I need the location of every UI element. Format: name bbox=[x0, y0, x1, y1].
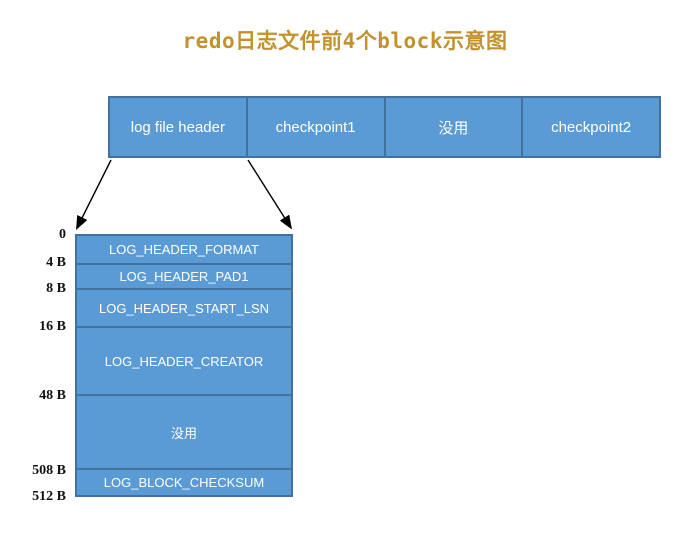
section-label: LOG_BLOCK_CHECKSUM bbox=[103, 475, 265, 490]
offset-label-8b: 8 B bbox=[46, 281, 66, 296]
section-log-header-creator: LOG_HEADER_CREATOR bbox=[77, 328, 291, 396]
section-label: LOG_HEADER_PAD1 bbox=[119, 269, 249, 284]
section-log-block-checksum: LOG_BLOCK_CHECKSUM bbox=[77, 470, 291, 495]
section-label: LOG_HEADER_CREATOR bbox=[104, 353, 264, 369]
offset-label-48b: 48 B bbox=[39, 388, 66, 403]
block-log-file-header: log file header bbox=[108, 96, 248, 158]
section-label: LOG_HEADER_FORMAT bbox=[108, 242, 259, 257]
block-unused: 没用 bbox=[383, 96, 524, 158]
section-log-header-format: LOG_HEADER_FORMAT bbox=[77, 236, 291, 265]
block-label: checkpoint1 bbox=[275, 118, 356, 136]
diagram-title: redo日志文件前4个block示意图 bbox=[182, 29, 508, 53]
section-label: 没用 bbox=[170, 425, 197, 441]
section-log-header-pad1: LOG_HEADER_PAD1 bbox=[77, 265, 291, 290]
offset-label-508b: 508 B bbox=[32, 463, 66, 478]
offset-label-4b: 4 B bbox=[46, 255, 66, 270]
block-checkpoint1: checkpoint1 bbox=[245, 96, 386, 158]
arrow-left bbox=[75, 159, 112, 231]
section-label: LOG_HEADER_START_LSN bbox=[98, 300, 270, 316]
redo-file-blocks-bar: log file header checkpoint1 没用 checkpoin… bbox=[108, 96, 661, 158]
log-file-header-detail: LOG_HEADER_FORMAT LOG_HEADER_PAD1 LOG_HE… bbox=[75, 234, 293, 497]
section-log-header-start-lsn: LOG_HEADER_START_LSN bbox=[77, 290, 291, 328]
block-checkpoint2: checkpoint2 bbox=[521, 96, 661, 158]
block-label: 没用 bbox=[438, 119, 469, 137]
block-label: checkpoint2 bbox=[551, 118, 632, 136]
arrow-right bbox=[247, 159, 292, 230]
offset-label-512b: 512 B bbox=[32, 489, 66, 504]
section-unused: 没用 bbox=[77, 396, 291, 470]
block-label: log file header bbox=[130, 118, 225, 136]
offset-label-0: 0 bbox=[59, 227, 66, 242]
offset-label-16b: 16 B bbox=[39, 319, 66, 334]
